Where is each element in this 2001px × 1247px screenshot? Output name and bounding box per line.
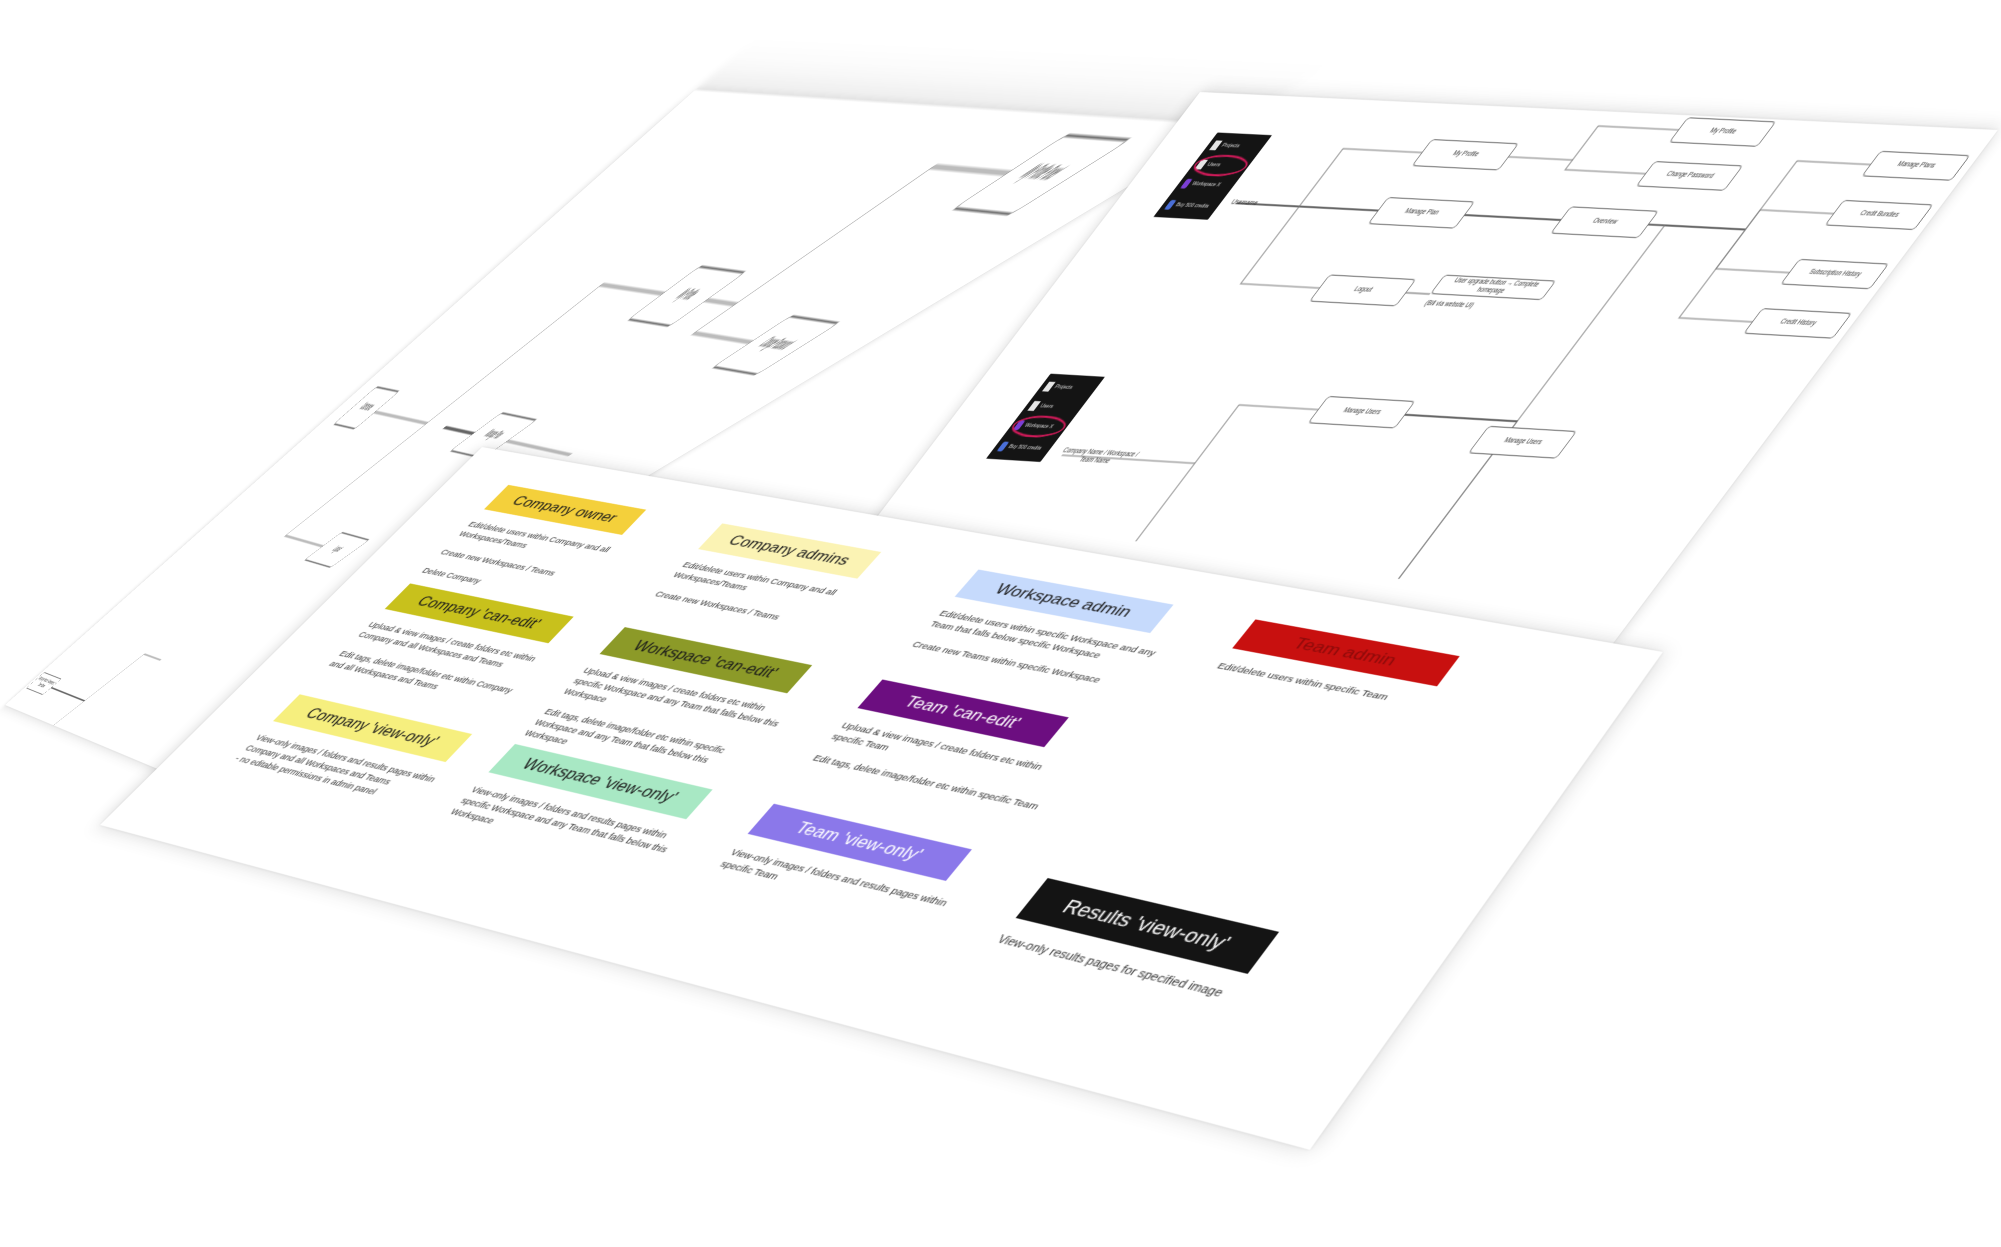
connector (1745, 210, 1833, 233)
node-my-profile-panel[interactable]: My Profile (1668, 117, 1777, 147)
folder-icon (1042, 381, 1056, 392)
connector (1399, 451, 1495, 579)
node-change-password[interactable]: Change Password (1635, 161, 1744, 191)
nav-item-projects: Projects (1041, 380, 1077, 395)
connector (51, 688, 84, 701)
node-credit-bundles[interactable]: Credit Bundles (1824, 199, 1934, 231)
connector (85, 654, 161, 707)
connector (375, 412, 427, 423)
node-credit-history[interactable]: Credit History (1743, 308, 1853, 339)
nav-item-label: Projects (1052, 384, 1075, 391)
node-manage-plans[interactable]: Manage Plans (1861, 150, 1971, 181)
nav-item-label: Buy 500 credits (1006, 443, 1044, 452)
nav-item-credits: Buy 500 credits (995, 440, 1046, 456)
nav-item-workspace: Workspace X (1178, 177, 1224, 192)
connector (1136, 463, 1195, 541)
node-subscription-history[interactable]: Subscription History (1780, 258, 1890, 290)
nav-item-projects: Projects (1208, 139, 1244, 154)
connector (427, 285, 663, 434)
connector (1383, 225, 1665, 579)
connector (1406, 293, 1430, 294)
connector (1195, 405, 1318, 468)
nav-item-users: Users (1026, 399, 1058, 414)
nav-item-label: Users (1038, 403, 1055, 410)
connector (707, 164, 1008, 313)
nav-item-credits: Buy 500 credits (1162, 198, 1213, 214)
nav-item-label: Buy 500 credits (1173, 202, 1211, 210)
user-icon (1027, 400, 1041, 411)
connector (1565, 160, 1652, 174)
connector (1405, 415, 1517, 422)
connector (53, 701, 84, 725)
connector (1509, 123, 1678, 164)
nav-item-label: Workspace X (1189, 181, 1223, 189)
nav-item-label: Projects (1219, 142, 1242, 150)
